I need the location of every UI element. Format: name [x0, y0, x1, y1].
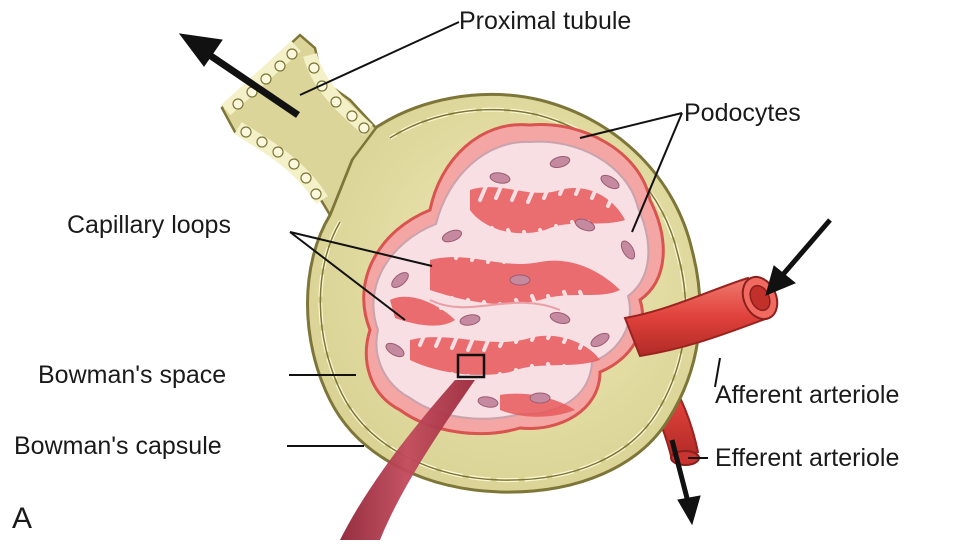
label-bowmans-space: Bowman's space: [38, 363, 226, 388]
label-proximal-tubule: Proximal tubule: [459, 9, 631, 34]
in-arrow-afferent: [780, 220, 830, 278]
arrowhead-afferent: [766, 266, 795, 295]
label-podocytes: Podocytes: [684, 101, 801, 126]
label-capillary-loops: Capillary loops: [67, 213, 231, 238]
label-efferent-arteriole: Efferent arteriole: [715, 446, 899, 471]
arrowhead-efferent: [678, 496, 700, 524]
label-bowmans-capsule: Bowman's capsule: [14, 434, 222, 459]
panel-letter: A: [12, 504, 32, 534]
label-afferent-arteriole: Afferent arteriole: [715, 383, 899, 408]
